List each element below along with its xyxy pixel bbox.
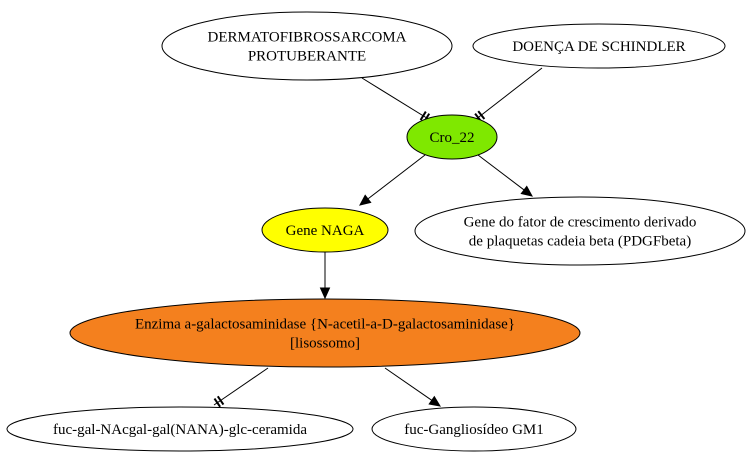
node-pdgf: Gene do fator de crescimento derivado de …: [414, 196, 746, 266]
node-label: DERMATOFIBROSSARCOMA: [208, 30, 407, 46]
node-label: Enzima a-galactosaminidase {N-acetil-a-D…: [135, 317, 515, 333]
edge-enzima-fuc2: [384, 367, 442, 407]
node-ellipse: [406, 114, 498, 160]
edge-schindler-cro22: [474, 67, 543, 123]
node-label: de plaquetas cadeia beta (PDGFbeta): [469, 234, 691, 250]
edges-layer: [213, 67, 543, 408]
tee-bar: [477, 110, 486, 120]
node-ellipse: [414, 196, 746, 266]
node-ellipse: [6, 406, 354, 452]
node-label: [lisossomo]: [290, 336, 360, 352]
edge-line: [367, 154, 426, 200]
node-label: fuc-gal-NAcgal-gal(NANA)-glc-ceramida: [53, 422, 307, 438]
edge-dermato-cro22: [361, 77, 431, 123]
node-fuc2: fuc-Gangliosídeo GM1: [371, 406, 577, 452]
node-ellipse: [161, 11, 453, 81]
node-naga: Gene NAGA: [261, 207, 389, 253]
node-label: PROTUBERANTE: [248, 49, 366, 65]
tee-bar: [419, 111, 427, 121]
arrowhead: [319, 287, 331, 300]
arrowhead: [520, 185, 533, 197]
node-schindler: DOENÇA DE SCHINDLER: [472, 23, 726, 69]
node-cro22: Cro_22: [406, 114, 498, 160]
node-dermato: DERMATOFIBROSSARCOMA PROTUBERANTE: [161, 11, 453, 81]
node-label: DOENÇA DE SCHINDLER: [512, 39, 685, 55]
node-label: fuc-Gangliosídeo GM1: [404, 422, 544, 438]
arrowhead: [359, 194, 372, 206]
edge-line: [474, 67, 543, 121]
node-ellipse: [371, 406, 577, 452]
arrowhead: [428, 395, 442, 407]
edge-line: [477, 154, 525, 191]
edge-line: [213, 367, 269, 406]
edge-line: [384, 367, 433, 401]
edge-line: [361, 77, 431, 121]
node-ellipse: [261, 207, 389, 253]
nodes-layer: DERMATOFIBROSSARCOMA PROTUBERANTE DOENÇA D…: [6, 11, 746, 452]
node-label: Cro_22: [430, 130, 475, 146]
node-ellipse: [472, 23, 726, 69]
node-fuc1: fuc-gal-NAcgal-gal(NANA)-glc-ceramida: [6, 406, 354, 452]
tee-bar: [213, 398, 221, 408]
node-label: Gene do fator de crescimento derivado: [464, 215, 697, 231]
edge-cro22-pdgf: [477, 154, 533, 197]
edge-enzima-fuc1: [213, 367, 269, 408]
edge-cro22-naga: [359, 154, 426, 206]
edge-naga-enzima: [319, 252, 331, 300]
node-enzima: Enzima a-galactosaminidase {N-acetil-a-D…: [69, 298, 581, 368]
node-ellipse: [69, 298, 581, 368]
node-label: Gene NAGA: [286, 223, 365, 239]
tee-bar: [216, 395, 225, 406]
